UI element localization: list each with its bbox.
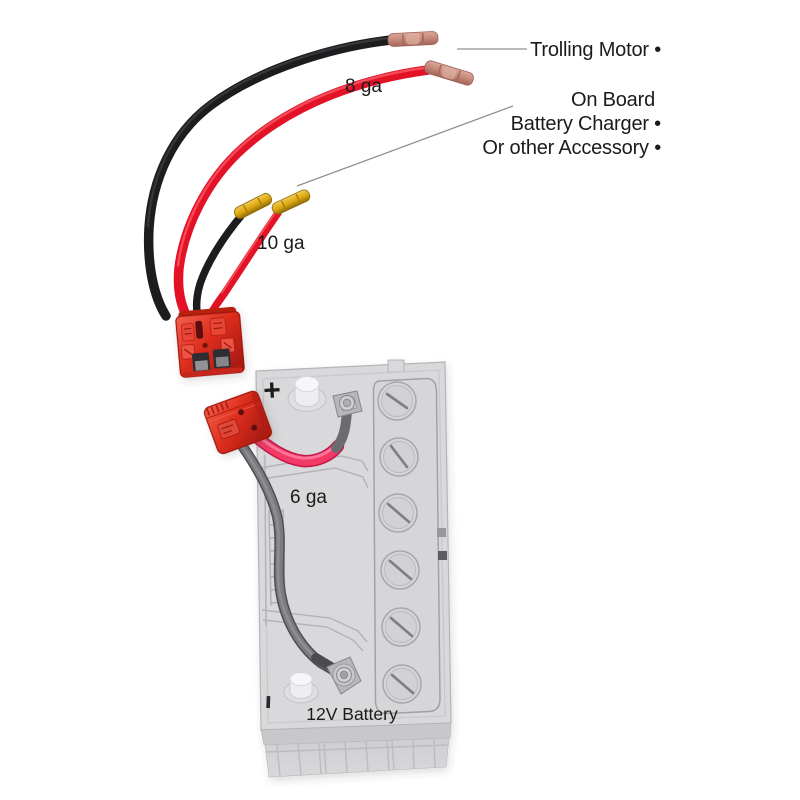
positive-symbol: + [262,374,281,408]
front-ribs [265,738,449,777]
negative-post [283,672,319,704]
crimp-yellow-black [233,193,273,219]
wire-10ga-red [208,209,282,316]
vent-cap [379,437,419,477]
bolt-hole [238,409,245,416]
wire-10ga-black [192,212,245,316]
negative-symbol [266,695,271,709]
battery: + [255,359,452,778]
label-8ga: 8 ga [345,76,382,97]
label-12v-battery: 12V Battery [306,704,398,724]
connector-serrations [206,401,229,416]
crimp-copper-red [424,60,474,86]
accessory-side-connector [175,306,245,378]
vent-cap [381,607,421,647]
label-trolling-motor: Trolling Motor • [530,39,661,61]
battery-front-face [264,737,450,778]
positive-terminal [332,390,363,418]
crimp-copper-black [387,31,439,47]
crimp-yellow-red [271,189,311,215]
wire-8ga-black [143,35,396,321]
vent-cap [380,550,420,590]
vent-cap [382,664,422,704]
positive-lug-sleeve [331,407,352,453]
wire-6ga-positive [246,407,352,468]
label-10ga: 10 ga [257,233,305,254]
vent-cap [378,493,418,533]
contact-window [191,352,211,373]
label-6ga: 6 ga [290,487,327,508]
label-accessory-line3: Or other Accessory • [482,137,661,159]
vent-tray [372,377,441,715]
positive-post [287,376,327,412]
contact-window [212,348,231,369]
label-accessory-line2: Battery Charger • [511,113,662,135]
battery-side-connector [203,390,273,455]
edge-mark [437,528,446,537]
battery-top-tab [387,359,405,373]
edge-mark [438,551,447,560]
leader-line-accessory [296,105,514,187]
bolt-hole [251,424,258,431]
vent-cap [377,381,417,421]
negative-terminal [326,656,362,695]
wire-8ga-red [173,65,433,320]
latch-slot [195,320,204,339]
label-accessory-line1: On Board [571,89,655,111]
vent-caps [377,381,422,704]
